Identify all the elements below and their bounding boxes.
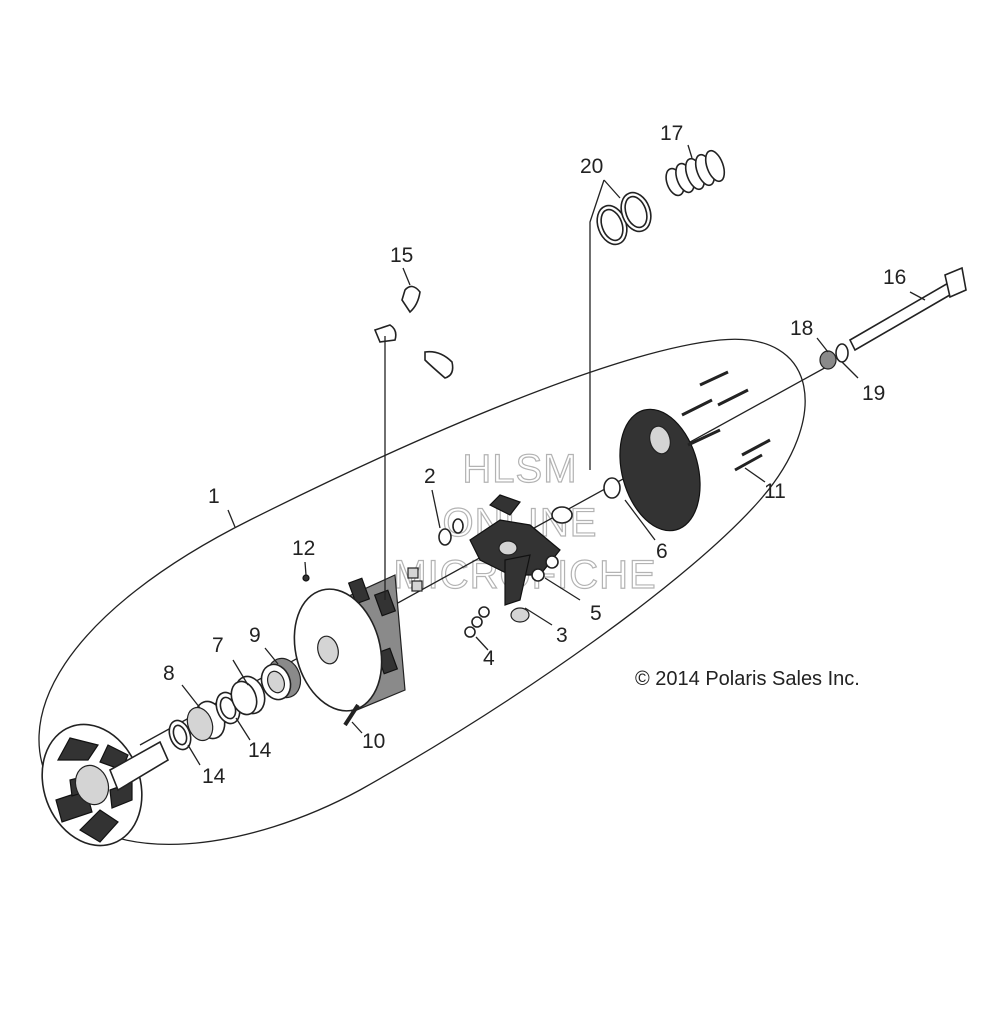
weights-15 bbox=[373, 285, 454, 379]
spacer-6 bbox=[603, 477, 621, 499]
bolts-11 bbox=[681, 370, 771, 472]
assembly-outline bbox=[38, 338, 806, 845]
callout-6: 6 bbox=[656, 540, 668, 563]
callout-12: 12 bbox=[292, 537, 315, 560]
leader-lines bbox=[181, 144, 926, 766]
bearing-9 bbox=[260, 657, 302, 701]
callout-19: 19 bbox=[862, 382, 885, 405]
callout-5: 5 bbox=[590, 602, 602, 625]
watermark-line-1: HLSM bbox=[462, 447, 577, 491]
callout-1: 1 bbox=[208, 485, 220, 508]
nut-18 bbox=[819, 350, 837, 370]
washer-19 bbox=[835, 343, 849, 363]
bushing-7 bbox=[230, 675, 266, 716]
pin-10 bbox=[343, 703, 360, 727]
button-5 bbox=[531, 506, 573, 582]
fixed-sheave bbox=[41, 723, 170, 847]
callout-14-lower: 14 bbox=[202, 765, 226, 788]
movable-sheave bbox=[293, 574, 406, 713]
callout-17: 17 bbox=[660, 122, 683, 145]
callout-16: 16 bbox=[883, 266, 906, 289]
callout-labels: 1 2 3 4 5 6 7 8 9 10 11 12 14 14 15 16 1… bbox=[163, 122, 906, 788]
washers-4 bbox=[464, 606, 490, 638]
cover-plate bbox=[603, 408, 701, 532]
copyright-notice: © 2014 Polaris Sales Inc. bbox=[635, 668, 860, 690]
callout-15: 15 bbox=[390, 244, 413, 267]
o-rings-20 bbox=[596, 191, 652, 246]
callout-7: 7 bbox=[212, 634, 224, 657]
callout-8: 8 bbox=[163, 662, 175, 685]
callout-4: 4 bbox=[483, 647, 495, 670]
spider bbox=[469, 494, 561, 623]
roller-2 bbox=[407, 518, 464, 592]
callout-11: 11 bbox=[764, 480, 786, 503]
ring-14-lower bbox=[168, 719, 192, 751]
callout-3: 3 bbox=[556, 624, 568, 647]
callout-2: 2 bbox=[424, 465, 436, 488]
spring-17 bbox=[665, 149, 726, 197]
callout-10: 10 bbox=[362, 730, 385, 753]
callout-18: 18 bbox=[790, 317, 813, 340]
callout-9: 9 bbox=[249, 624, 261, 647]
callout-20: 20 bbox=[580, 155, 603, 178]
callout-14-upper: 14 bbox=[248, 739, 272, 762]
bolt-16 bbox=[848, 266, 967, 352]
